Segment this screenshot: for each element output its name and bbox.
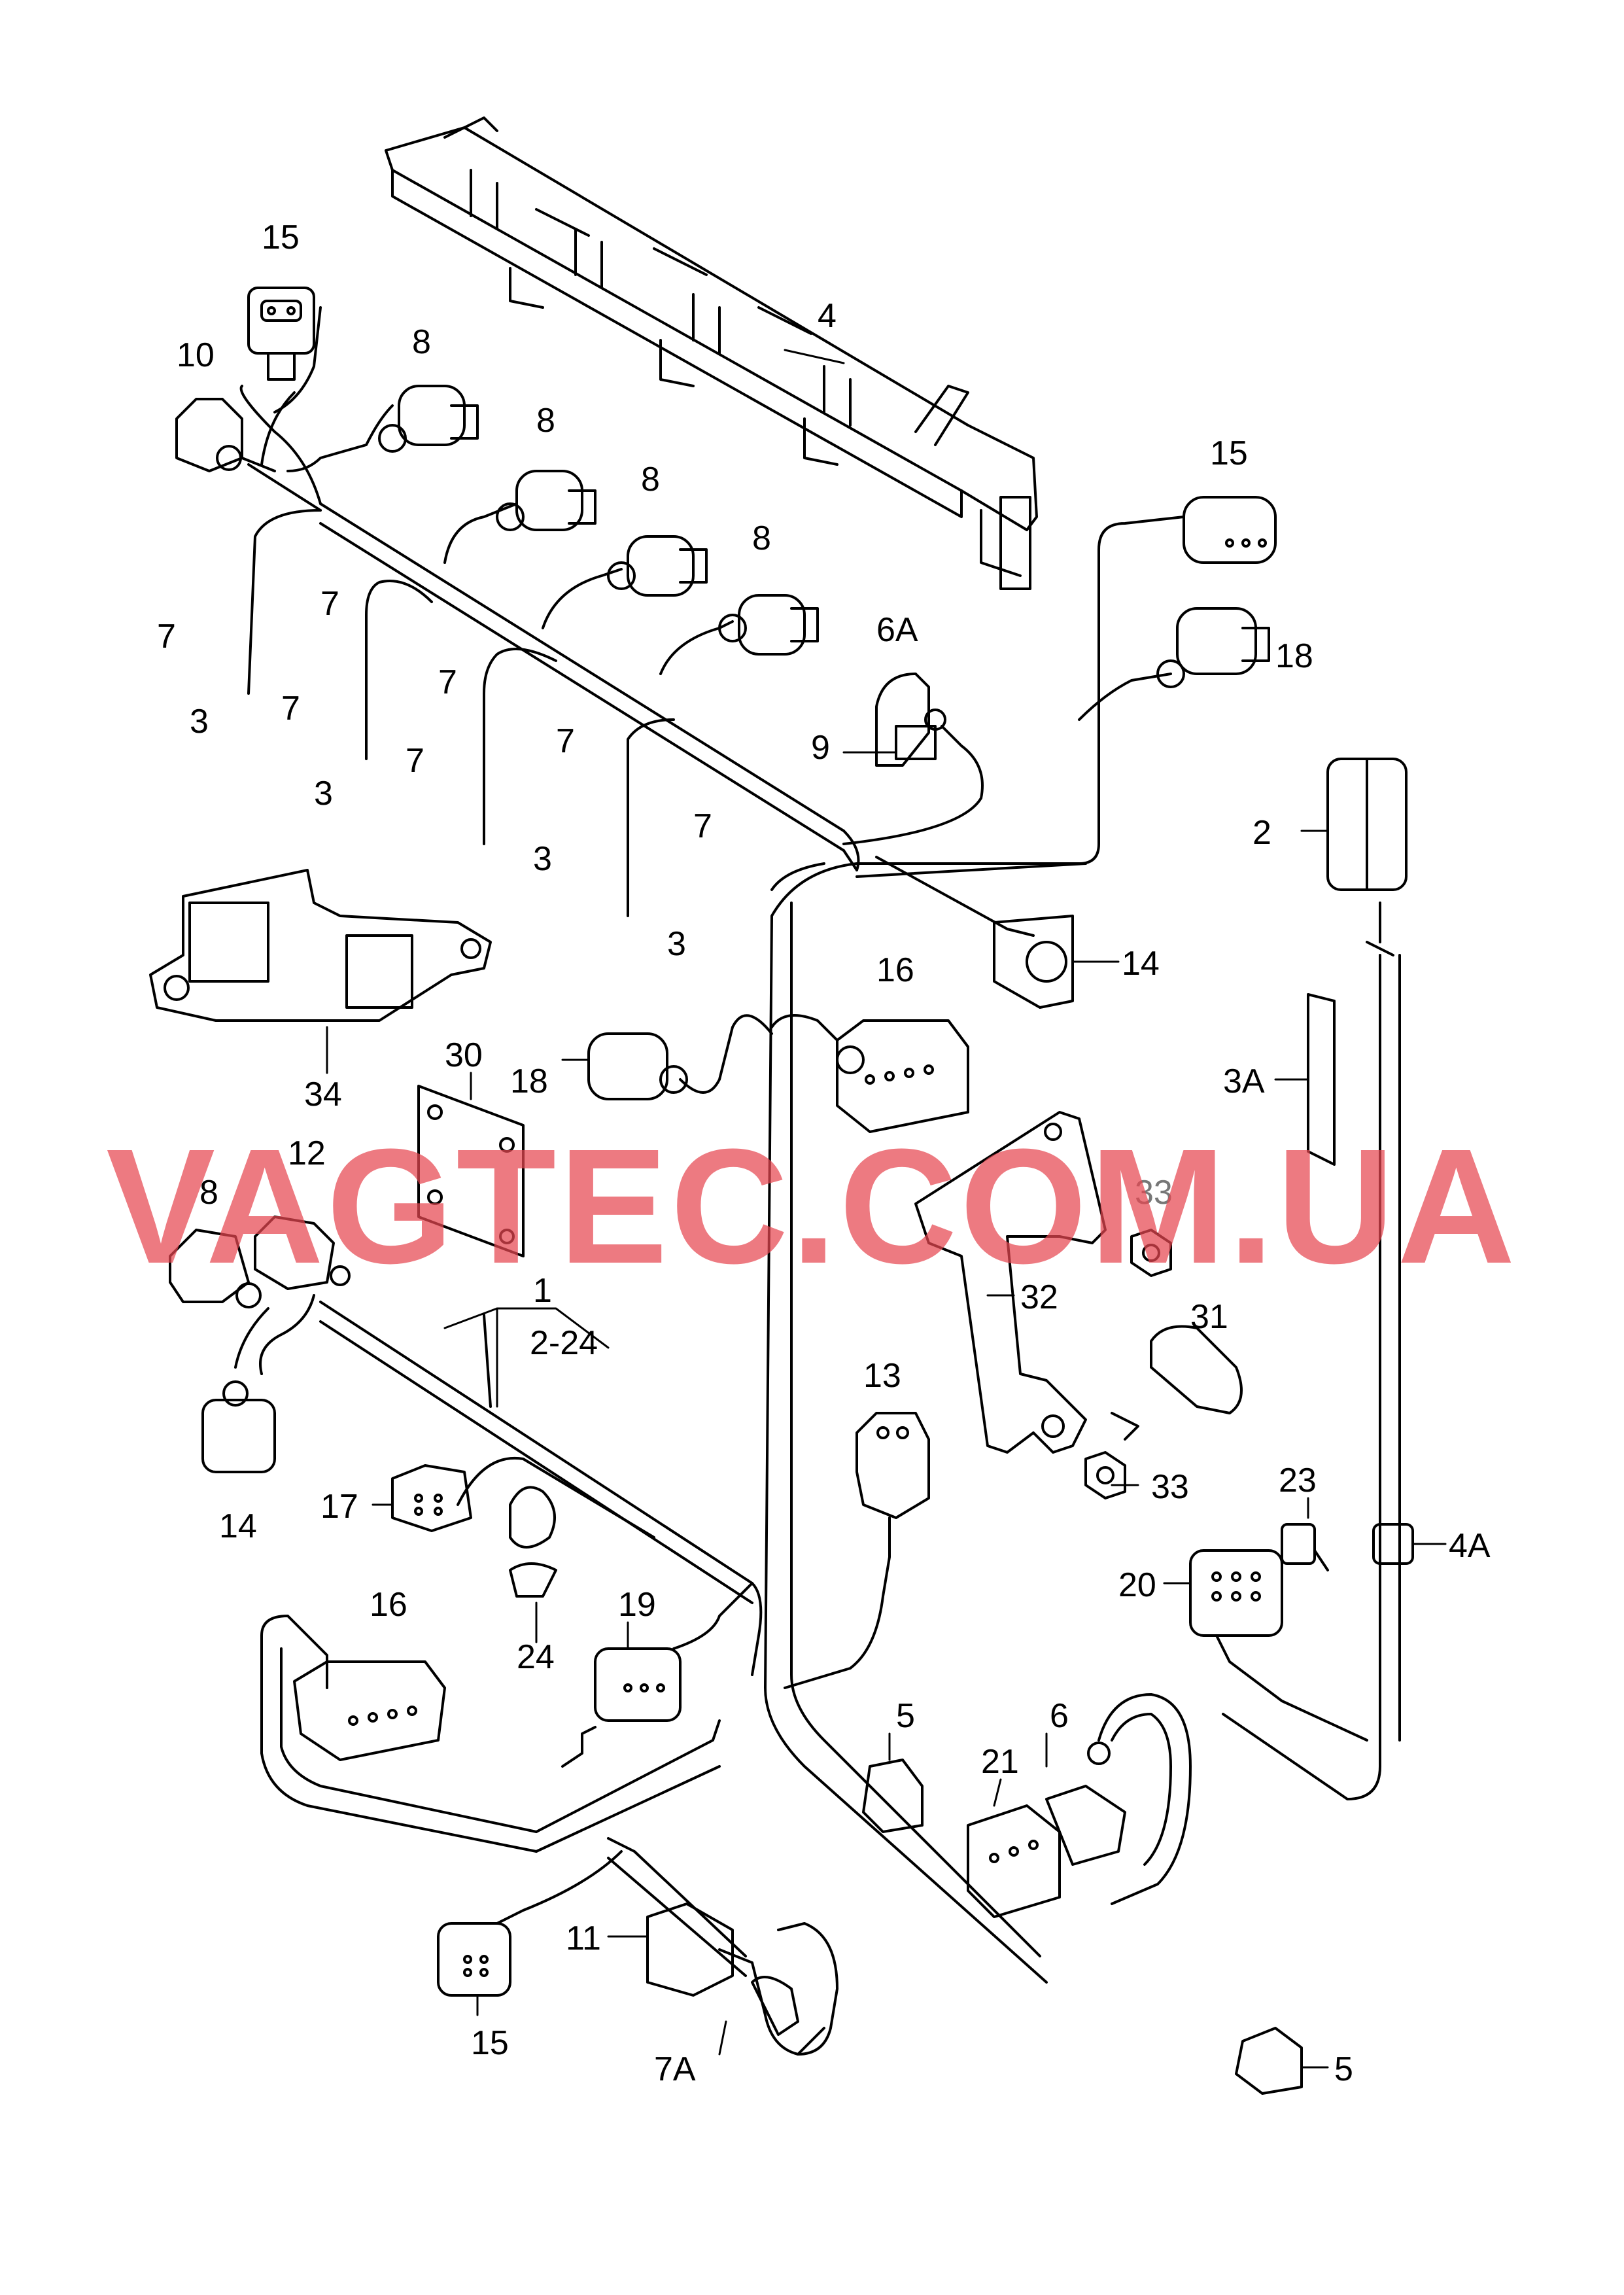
lower-harness-cable: [234, 1294, 763, 1977]
callout-16-lower: 16: [370, 1586, 407, 1624]
callout-9: 9: [811, 729, 830, 767]
callout-3-c: 3: [533, 840, 552, 878]
callout-7-a: 7: [157, 618, 176, 656]
connector-16-lower: [293, 1660, 446, 1761]
callout-19: 19: [618, 1586, 656, 1624]
harness-bracket-rail: [385, 116, 1038, 590]
callout-3-b: 3: [314, 775, 333, 813]
callout-8-b: 8: [536, 402, 555, 440]
callout-12: 12: [288, 1134, 326, 1172]
connector-13: [784, 1412, 930, 1689]
leader-lines: [326, 349, 1447, 2069]
callout-18-mid: 18: [510, 1062, 548, 1100]
callout-2-24: 2-24: [530, 1324, 598, 1362]
connector-2: [1222, 758, 1408, 1800]
connector-23: [1281, 1523, 1329, 1571]
callout-8-d: 8: [752, 519, 771, 557]
callout-33-bottom: 33: [1151, 1468, 1189, 1506]
callout-4: 4: [818, 297, 837, 335]
callout-21: 21: [981, 1743, 1019, 1781]
callout-7A: 7A: [654, 2050, 696, 2088]
callout-10: 10: [177, 336, 215, 374]
callout-6A: 6A: [876, 611, 918, 649]
callout-34: 34: [304, 1076, 342, 1113]
callout-20: 20: [1118, 1566, 1156, 1604]
label-3A-strip: [1307, 993, 1336, 1166]
callout-8-e: 8: [199, 1174, 218, 1212]
callout-5-upper: 5: [896, 1697, 915, 1735]
connector-6A-9: [875, 673, 946, 767]
callout-1: 1: [533, 1272, 552, 1310]
callout-30: 30: [445, 1036, 483, 1074]
callout-2: 2: [1253, 814, 1271, 852]
callout-15-top: 15: [262, 219, 300, 256]
callout-13: 13: [863, 1357, 901, 1395]
connector-15-bottom: [437, 1922, 511, 1997]
connector-18-top: [1156, 607, 1270, 688]
connector-19: [594, 1647, 682, 1722]
callout-5-lower: 5: [1334, 2050, 1353, 2088]
callout-3A: 3A: [1223, 1062, 1265, 1100]
connector-20: [1189, 1549, 1368, 1742]
connector-8-d: [718, 594, 819, 656]
callout-32: 32: [1020, 1278, 1058, 1316]
connector-8-a: [378, 385, 479, 453]
connector-14-lower: [201, 1380, 276, 1473]
nut-33-top: [1130, 1229, 1172, 1277]
callout-3-d: 3: [667, 925, 686, 963]
callout-7-e: 7: [406, 742, 424, 780]
callout-14-lower: 14: [219, 1507, 257, 1545]
connector-6: [1045, 1693, 1192, 1905]
bracket-34: [149, 869, 492, 1022]
connector-17: [391, 1464, 472, 1532]
callout-15-bottom: 15: [471, 2024, 509, 2062]
clip-5-lower: [1235, 2027, 1303, 2095]
connector-12: [254, 1216, 351, 1290]
callout-17: 17: [320, 1488, 358, 1526]
callout-7-c: 7: [281, 690, 300, 727]
connector-18-mid: [587, 1014, 773, 1100]
callout-15-right: 15: [1210, 434, 1248, 472]
callout-23: 23: [1279, 1462, 1317, 1499]
callout-11: 11: [566, 1919, 601, 1957]
nut-33-bottom: [1084, 1451, 1126, 1499]
callout-8-a: 8: [412, 323, 431, 361]
callout-8-c: 8: [641, 461, 660, 499]
bracket-32: [914, 1111, 1107, 1454]
clip-24: [509, 1486, 557, 1598]
connector-15-right: [1183, 496, 1277, 564]
callout-7-b: 7: [320, 585, 339, 623]
callout-14-upper: 14: [1122, 945, 1160, 983]
connector-8-e: [169, 1229, 262, 1308]
connector-10: [175, 398, 276, 472]
clip-5-upper: [862, 1759, 924, 1833]
connector-16-upper: [770, 1014, 969, 1133]
callout-24: 24: [517, 1638, 555, 1676]
connector-7A: [751, 1922, 838, 2056]
connector-14-upper: [993, 915, 1074, 1009]
callout-7-g: 7: [693, 807, 712, 845]
callout-31: 31: [1190, 1298, 1228, 1336]
callout-3-a: 3: [190, 703, 209, 741]
connector-8-c: [607, 535, 708, 597]
connector-11: [646, 1902, 825, 2056]
connector-15-top: [247, 287, 315, 381]
callout-6: 6: [1050, 1697, 1069, 1735]
callout-4A: 4A: [1449, 1527, 1491, 1565]
connector-21: [967, 1804, 1061, 1918]
callout-7-f: 7: [556, 722, 575, 760]
upper-harness-cable: [319, 502, 1185, 1984]
sleeve-31: [1111, 1325, 1243, 1441]
callout-18-top: 18: [1275, 637, 1313, 675]
callout-16-upper: 16: [876, 951, 914, 989]
callout-33-top: 33: [1135, 1174, 1173, 1212]
plate-30: [417, 1085, 525, 1257]
callout-7-d: 7: [438, 663, 457, 701]
upper-branch-wires: [239, 306, 1172, 937]
connector-8-b: [496, 470, 596, 531]
